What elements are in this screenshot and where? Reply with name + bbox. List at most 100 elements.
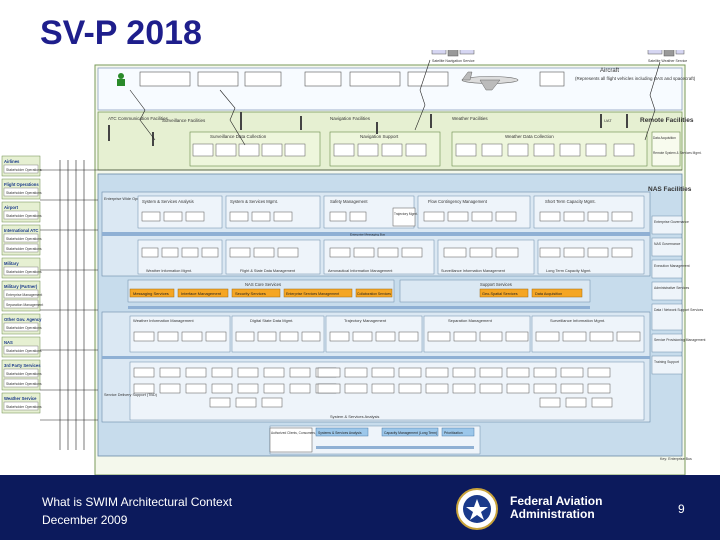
geo-services [479,288,529,298]
nas-system-box [479,331,503,342]
nas-system-box [611,211,633,222]
enterprise-bus-4 [316,446,474,449]
remote-system-box [507,143,529,157]
nas-system-box [453,331,477,342]
remote-system-box [192,143,214,157]
connector-lines [40,59,682,450]
governance-item-label: Data / Network Support Services [654,308,703,312]
governance-item [651,259,683,279]
person-icon [117,73,125,86]
nas-system-box [211,367,233,378]
nas-system-box [301,331,321,342]
agency-line-1: Federal Aviation [510,494,603,508]
nas-system-box [371,383,395,394]
enterprise-bus-3 [102,356,650,359]
nas-system-box [471,211,493,222]
nas-system-box [181,331,203,342]
nas-system-box [371,367,395,378]
nas-system-box [329,331,350,342]
remote-system-box [357,143,379,157]
nas-system-box [279,331,299,342]
remote-mgmt-title: Remote System & Services Mgmt. [653,151,702,155]
nas-system-box [349,211,367,222]
stakeholder-group-title: International ATC [4,228,38,233]
nas-system-box [443,247,467,258]
governance-item-label: Enterprise Governance [654,220,689,224]
nas-system-box [539,397,561,408]
svg-text:Trajectory Mgmt.: Trajectory Mgmt. [394,212,418,216]
nas-system-box [560,383,584,394]
nas-system-box [563,211,585,222]
svg-text:Geo-Spatial Services: Geo-Spatial Services [482,292,518,296]
nas-system-box [289,383,311,394]
svg-text:Weather Information Management: Weather Information Management [133,318,195,323]
svg-text:Trajectory Management: Trajectory Management [344,318,387,323]
prioritization-bottom [441,427,475,437]
stakeholder-group-title: Other Gov. Agency [4,317,42,322]
svg-text:Aeronautical Information Manag: Aeronautical Information Management [328,269,393,273]
stakeholder-item-label: Stakeholder Operations [6,382,42,386]
svg-text:System & Services Analysis: System & Services Analysis [330,414,379,419]
nas-system-box [237,367,259,378]
svg-text:Separation Management: Separation Management [448,318,493,323]
capacity-mgmt-bottom [381,427,439,437]
stakeholder-group-title: 3rd Party Services [4,363,41,368]
remote-system-box [559,143,581,157]
nas-system-box [563,247,585,258]
nas-system-box [185,211,205,222]
atc-comm-label: ATC Communication Facilities [108,116,169,121]
svg-text:Data Acquisition: Data Acquisition [535,292,562,296]
remote-system-box [284,143,306,157]
svg-text:Surveillance Information Manag: Surveillance Information Management [441,269,506,273]
stakeholder-item-label: Stakeholder Operations [6,372,42,376]
stakeholder-item [3,233,39,243]
antenna-icons [108,112,628,146]
nas-system-box [344,367,368,378]
sys-analysis-bottom [315,427,369,437]
nas-system-box [533,383,557,394]
nas-system-box [277,247,299,258]
remote-system-box [613,143,635,157]
nas-system-box [447,211,469,222]
governance-item-label: Service Provisioning Management [654,338,706,342]
svg-text:Security Services: Security Services [235,291,266,296]
faa-seal-icon [455,487,499,536]
nas-system-box [479,367,503,378]
nas-system-box [452,383,476,394]
governance-item [651,333,683,353]
remote-system-box [455,143,477,157]
nas-system-box [185,367,207,378]
data-acq-title: Data Acquisition [653,136,676,140]
svg-text:Collaboration Services: Collaboration Services [357,292,391,296]
remote-system-box [481,143,503,157]
satellite-icon-left [431,43,475,57]
nas-system-box [535,331,560,342]
nas-system-box [329,211,347,222]
nas-system-box [401,247,423,258]
nas-system-box [201,247,219,258]
remote-system-box [533,143,555,157]
stakeholder-item-label: Enterprise Management [6,293,42,297]
satellite-icon-right [647,43,685,57]
svg-text:Enterprise Messaging Bus: Enterprise Messaging Bus [350,233,386,237]
governance-item-label: Training Support [654,360,679,364]
nas-system-box [157,331,179,342]
aircraft-sublabel: (Represents all flight vehicles includin… [575,76,696,81]
stakeholder-item [3,266,39,276]
stakeholder-item-label: Stakeholder Operations [6,191,42,195]
nas-system-box [377,247,399,258]
governance-item-label: Execution Management [654,264,690,268]
nas-system-box [133,331,155,342]
nas-system-box [181,247,199,258]
stakeholder-item-label: Stakeholder Operations [6,247,42,251]
svg-text:NAS Core Services: NAS Core Services [245,282,281,287]
nas-system-box [317,383,341,394]
nas-system-box [133,383,155,394]
sat-nav-label: Satellite Navigation Service [432,59,475,63]
nas-system-box [317,367,341,378]
security-services [231,288,281,298]
stakeholder-item-label: Stakeholder Operations [6,214,42,218]
nas-system-box [205,331,227,342]
stakeholder-group-title: Flight Operations [4,182,39,187]
